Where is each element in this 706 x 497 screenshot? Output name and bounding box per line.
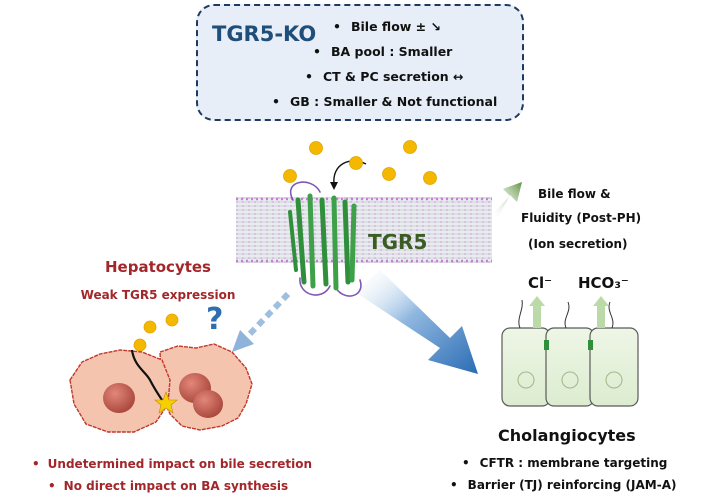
bile-flow-line-1: Bile flow & <box>538 187 611 201</box>
question-mark-icon: ? <box>206 302 224 337</box>
tgr5-to-cholangiocytes-arrow <box>355 270 478 374</box>
ko-item-ba-pool: BA pool : Smaller <box>313 44 452 59</box>
ko-item-bile-flow: Bile flow ± ↘ <box>333 19 441 34</box>
cholangiocytes-title: Cholangiocytes <box>498 426 636 445</box>
hepatocyte-cells <box>69 343 253 433</box>
chloride-ion-label: Cl⁻ <box>528 274 553 292</box>
cholangiocyte-item-barrier: Barrier (TJ) reinforcing (JAM-A) <box>450 478 677 492</box>
ko-item-gallbladder: GB : Smaller & Not functional <box>272 94 497 109</box>
bile-flow-line-2: Fluidity (Post-PH) <box>521 211 642 225</box>
tgr5-ko-title: TGR5-KO <box>212 22 317 46</box>
bile-acids-extracellular <box>283 140 437 185</box>
hepatocytes-subtitle: Weak TGR5 expression <box>80 288 236 302</box>
ko-item-ct-pc-secretion: CT & PC secretion ↔ <box>305 69 464 84</box>
cholangiocyte-cells <box>501 296 639 407</box>
cell-membrane <box>236 197 492 263</box>
bile-flow-line-3: (Ion secretion) <box>528 237 628 251</box>
tgr5-receptor-label: TGR5 <box>368 230 428 254</box>
hepatocyte-note-bile-secretion: Undetermined impact on bile secretion <box>32 457 312 471</box>
bile-acids-hepatocyte <box>133 313 179 352</box>
hepatocyte-note-ba-synthesis: No direct impact on BA synthesis <box>48 479 288 493</box>
bile-flow-arrow <box>492 182 522 219</box>
tgr5-to-hepatocytes-dashed-arrow <box>232 291 291 352</box>
cholangiocyte-item-cftr: CFTR : membrane targeting <box>462 456 668 470</box>
hepatocytes-title: Hepatocytes <box>104 258 211 276</box>
tgr5-receptor <box>288 181 362 297</box>
bicarbonate-ion-label: HCO₃⁻ <box>578 274 629 292</box>
